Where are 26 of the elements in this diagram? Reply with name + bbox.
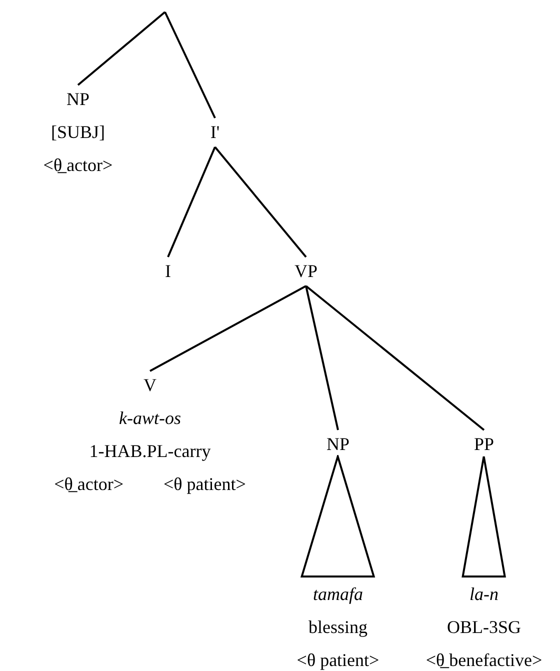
tree-branch bbox=[164, 12, 216, 118]
node-annotation: 1-HAB.PL-carry bbox=[89, 440, 211, 462]
tree-branch bbox=[305, 285, 485, 431]
word-text: tamafa bbox=[312, 583, 363, 605]
tree-branch bbox=[167, 146, 216, 258]
node-annotation: [SUBJ] bbox=[50, 121, 105, 143]
category-label: V bbox=[144, 374, 156, 396]
tree-branch bbox=[214, 146, 307, 258]
node-annotation: <θ patient> bbox=[164, 473, 246, 495]
category-label: PP bbox=[474, 433, 494, 455]
category-label: VP bbox=[294, 260, 318, 282]
tree-branch bbox=[150, 285, 306, 372]
gloss-text: <θ̲ benefactive> bbox=[426, 649, 542, 671]
tree-branch bbox=[305, 286, 339, 430]
category-label: I' bbox=[210, 121, 220, 143]
gloss-text: blessing bbox=[308, 616, 368, 638]
category-label: NP bbox=[326, 433, 350, 455]
node-annotation: <θ̲ actor> bbox=[43, 154, 113, 176]
gloss-text: OBL-3SG bbox=[446, 616, 521, 638]
tree-branch bbox=[77, 11, 166, 86]
gloss-text: <θ patient> bbox=[296, 649, 380, 671]
category-label: I bbox=[165, 260, 171, 282]
node-annotation: <θ̲ actor> bbox=[54, 473, 124, 495]
word-text: la-n bbox=[470, 583, 498, 605]
node-annotation: k-awt-os bbox=[119, 407, 181, 429]
category-label: NP bbox=[66, 88, 90, 110]
